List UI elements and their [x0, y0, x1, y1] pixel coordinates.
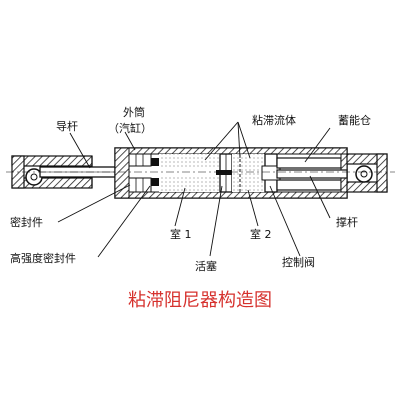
leader-lines: [57, 121, 331, 258]
label-outer-cylinder: 外筒: [123, 105, 145, 119]
chamber1-fluid-top: [159, 154, 220, 167]
seal-ring-bottom: [151, 178, 159, 186]
label-strut-rod: 撑杆: [336, 215, 358, 229]
label-cylinder-paren: （汽缸）: [108, 121, 152, 135]
label-chamber2: 室 2: [250, 227, 272, 241]
seal-pack: [128, 153, 159, 193]
label-control-valve: 控制阀: [282, 255, 315, 269]
seal-ring-top: [151, 158, 159, 166]
control-valve: [261, 153, 281, 193]
right-end-clevis: [346, 153, 388, 193]
diagram-caption: 粘滞阻尼器构造图: [128, 290, 272, 311]
chamber2-fluid: [232, 154, 265, 192]
label-chamber1: 室 1: [170, 227, 192, 241]
label-high-strength-seal: 高强度密封件: [10, 251, 76, 265]
label-viscous-fluid: 粘滞流体: [252, 113, 296, 127]
label-seal: 密封件: [10, 215, 43, 229]
strut-rod: [276, 169, 348, 179]
chamber1-fluid-bottom: [159, 177, 220, 192]
label-piston: 活塞: [195, 259, 217, 273]
label-accumulator: 蓄能仓: [338, 113, 371, 127]
label-guide-rod: 导杆: [56, 119, 78, 133]
